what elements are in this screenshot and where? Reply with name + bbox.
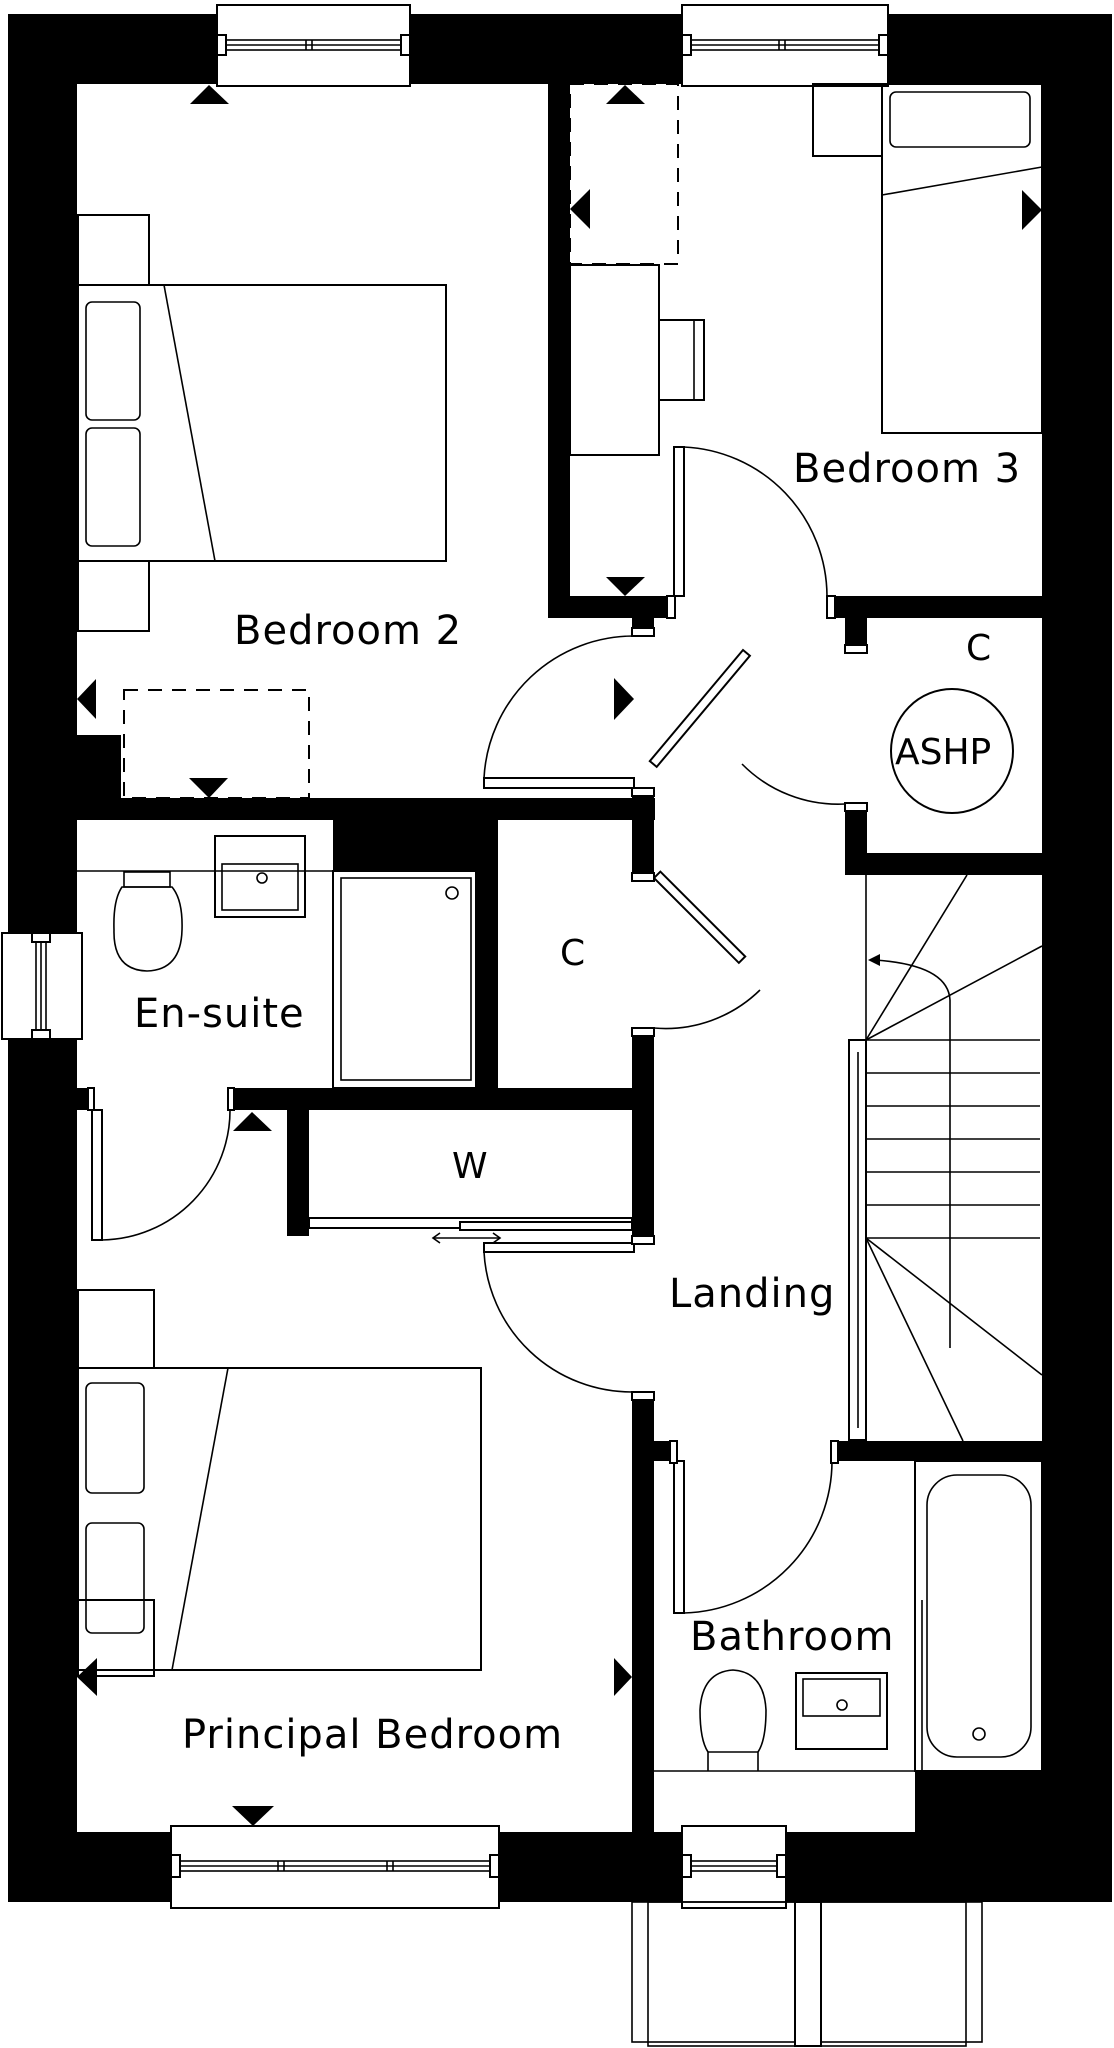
arrow-up-icon [606,85,645,104]
window-ensuite [1,932,83,1040]
window-bedroom2 [216,4,411,87]
arrow-left-icon [77,679,96,719]
label-cupboard-ashp: C [966,628,991,669]
door-bedroom3 [666,446,836,619]
window-principal [170,1825,500,1909]
door-bedroom2 [483,627,655,797]
arrow-left-icon [868,954,880,966]
label-ensuite: En-suite [134,991,305,1037]
label-bathroom: Bathroom [690,1614,894,1660]
label-cupboard-landing: C [560,933,585,974]
door-landing-cupboard [631,870,761,1037]
label-wardrobe: W [452,1146,488,1187]
label-ashp: ASHP [895,732,991,773]
external-projection [631,1901,983,2047]
arrow-down-icon [606,577,645,596]
window-bathroom [681,1825,787,1909]
arrow-down-icon [232,1806,274,1826]
arrow-up-icon [190,85,229,104]
window-bedroom3 [681,4,889,87]
toilet-icon [699,1669,767,1771]
principal-furniture [77,1289,632,1826]
arrow-left-icon [77,1658,97,1696]
room-labels: Bedroom 2 Bedroom 3 C ASHP En-suite C W … [134,446,1021,1758]
toilet-icon [113,871,183,972]
sink-icon [795,1672,888,1750]
door-principal [483,1235,655,1401]
sink-icon [214,835,306,918]
ensuite-fixtures [77,835,478,1089]
arrow-down-icon [189,778,228,798]
ashp-cupboard [648,644,1014,814]
windows [1,4,889,1909]
arrow-right-icon [614,678,634,720]
bathroom-fixtures [654,1440,1043,1772]
door-ensuite [87,1087,272,1241]
label-bedroom3: Bedroom 3 [793,446,1021,492]
staircase [848,874,1043,1442]
arrow-right-icon [614,1658,632,1696]
bedroom2-furniture [77,85,634,799]
bedroom3-furniture [569,83,1043,596]
internal-walls [77,84,1042,1832]
label-bedroom2: Bedroom 2 [234,608,462,654]
arrow-left-icon [570,189,590,229]
label-principal-bedroom: Principal Bedroom [182,1712,563,1758]
arrow-up-icon [233,1112,272,1131]
arrow-right-icon [1022,190,1042,230]
wardrobe-sliding-doors [308,1217,633,1244]
shower-tray-icon [332,870,478,1089]
label-landing: Landing [669,1271,835,1317]
